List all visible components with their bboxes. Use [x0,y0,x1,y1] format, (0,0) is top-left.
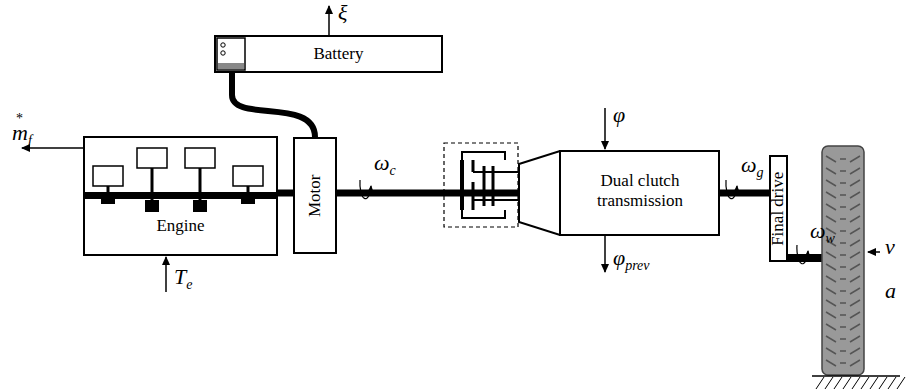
signal-arrow [868,251,880,253]
transmission-box: Dual clutch transmission [518,150,720,236]
signal-label: φprev [613,247,650,273]
node-label: Battery [313,44,363,64]
node-label: Dual clutch transmission [580,171,700,210]
ground-line [812,375,900,377]
signal-arrow [604,236,606,272]
signal-label: Te [174,266,192,292]
node-label: Final drive [769,171,789,245]
wheel-tire [822,146,864,375]
clutch-housing [444,143,518,227]
signal-arrow [604,108,606,149]
engine-cylinders [83,136,278,256]
drive-shaft [278,190,293,197]
node-label: Motor [305,174,325,217]
axle-shaft [787,254,824,262]
battery-box: Battery [214,35,443,73]
signal-arrow [165,257,167,292]
final-drive-box: Final drive [769,155,788,262]
signal-label: ωc [374,152,396,178]
engine-box: Engine [83,136,278,256]
signal-label: φ [613,104,625,126]
drive-shaft [720,190,769,197]
power-cable [232,73,315,137]
drive-shaft [337,190,518,197]
clutch-plates [437,152,518,218]
signal-label: ωg [741,154,764,180]
signal-label: v [885,236,895,258]
signal-label: *mf [12,112,32,148]
signal-label: a [885,280,896,302]
signal-label: ξ [338,2,347,24]
node-label: Engine [156,216,204,236]
tire-tread [826,156,860,366]
signal-arrow [328,6,330,35]
ground-hatch [816,377,905,389]
signal-label: ωw [810,220,835,246]
motor-box: Motor [293,137,337,254]
battery-icon [216,37,250,71]
